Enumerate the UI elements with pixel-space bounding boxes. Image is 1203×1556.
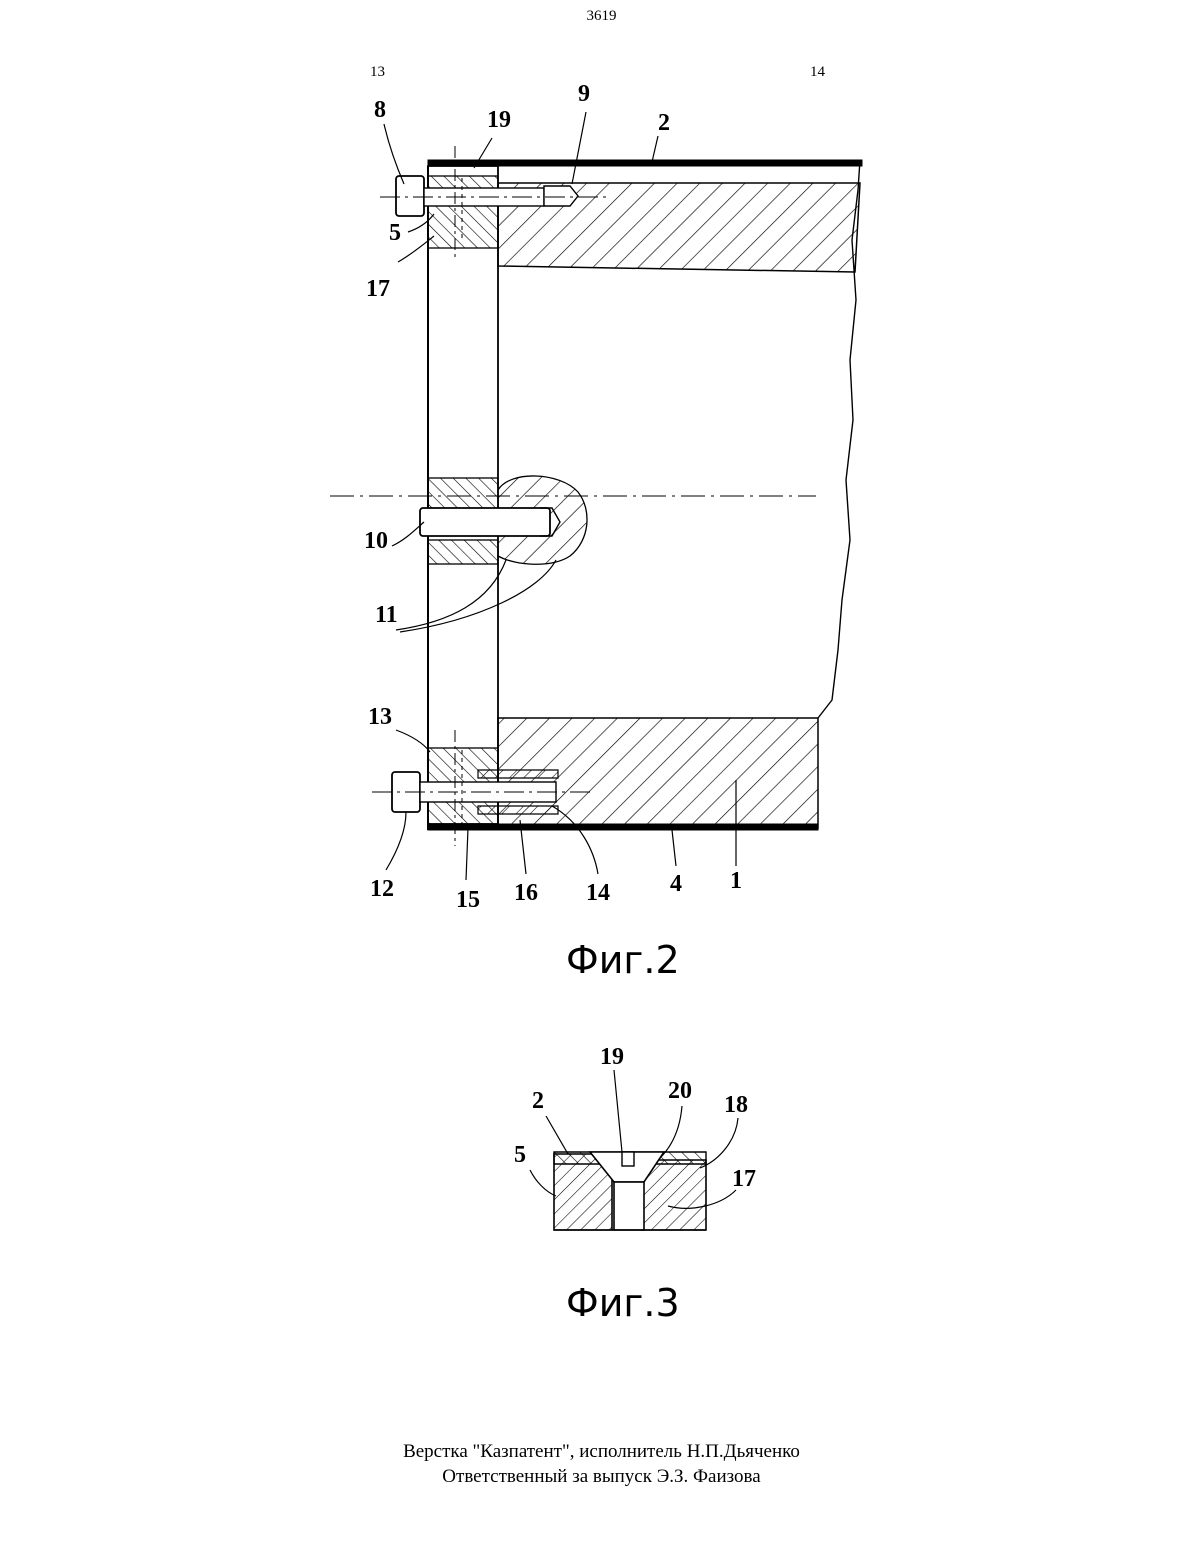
fig3-label-5: 5 bbox=[514, 1142, 526, 1168]
fig2-label-13: 13 bbox=[368, 704, 392, 730]
figure-2-drawing bbox=[330, 112, 862, 880]
fig2-label-5: 5 bbox=[389, 220, 401, 246]
fig2-label-16: 16 bbox=[514, 880, 538, 906]
fig2-label-17: 17 bbox=[366, 276, 390, 302]
figure-3-drawing bbox=[530, 1070, 738, 1230]
fig2-caption: Фиг.2 bbox=[566, 938, 680, 982]
fig2-label-8: 8 bbox=[374, 97, 386, 123]
fig2-label-14: 14 bbox=[586, 880, 610, 906]
fig2-label-1: 1 bbox=[730, 868, 742, 894]
fig2-label-12: 12 bbox=[370, 876, 394, 902]
fig3-label-19: 19 bbox=[600, 1044, 624, 1070]
fig3-caption: Фиг.3 bbox=[566, 1281, 680, 1325]
fig2-label-9: 9 bbox=[578, 81, 590, 107]
fig2-label-15: 15 bbox=[456, 887, 480, 913]
fig2-label-2: 2 bbox=[658, 110, 670, 136]
fig3-label-17: 17 bbox=[732, 1166, 756, 1192]
fig2-label-10: 10 bbox=[364, 528, 388, 554]
fig2-label-11: 11 bbox=[375, 602, 398, 628]
footer-typesetting-line: Верстка "Казпатент", исполнитель Н.П.Дья… bbox=[0, 1439, 1203, 1464]
footer-responsible-line: Ответственный за выпуск Э.З. Фаизова bbox=[0, 1464, 1203, 1489]
fig2-label-4: 4 bbox=[670, 871, 682, 897]
fig2-label-19: 19 bbox=[487, 107, 511, 133]
fig3-label-2: 2 bbox=[532, 1088, 544, 1114]
fig3-label-18: 18 bbox=[724, 1092, 748, 1118]
fig3-label-20: 20 bbox=[668, 1078, 692, 1104]
